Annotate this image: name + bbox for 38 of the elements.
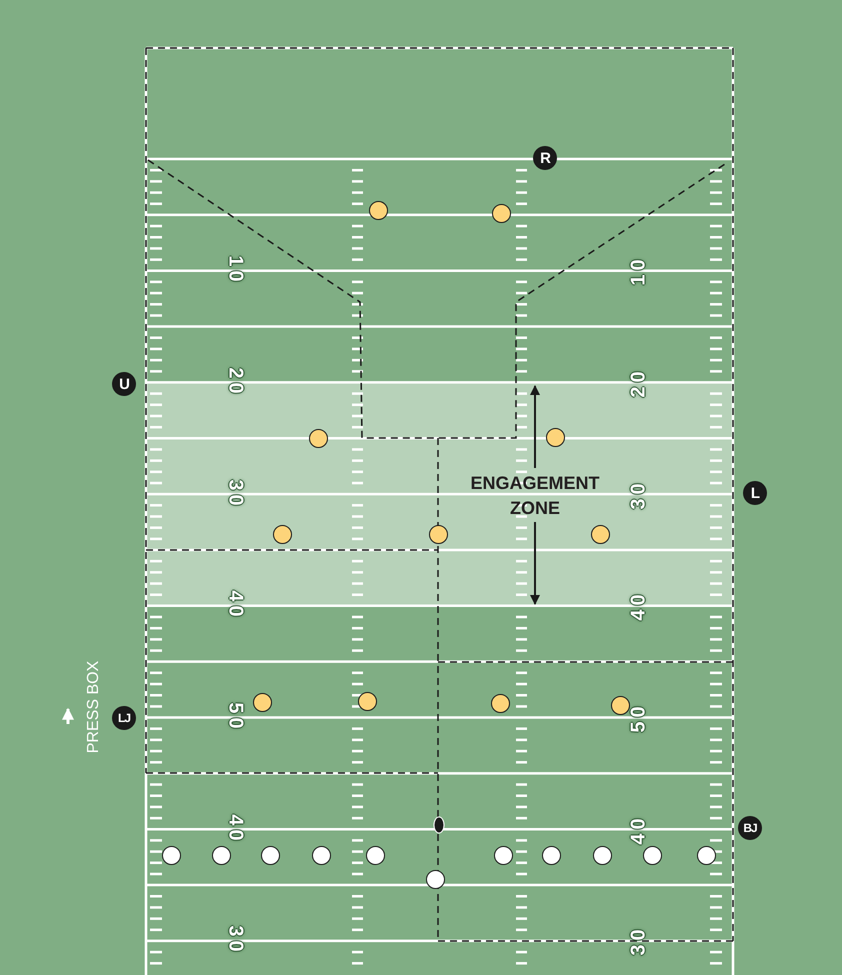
player-marker xyxy=(494,846,512,864)
player-marker xyxy=(426,870,444,888)
player-marker xyxy=(542,846,560,864)
player-marker xyxy=(610,696,630,714)
yard-number: 30 xyxy=(224,926,247,956)
player-marker xyxy=(492,204,510,222)
player-marker xyxy=(490,694,510,712)
player-marker xyxy=(696,846,716,864)
yard-number: 40 xyxy=(224,814,247,844)
official-marker: U xyxy=(112,372,136,396)
player-marker xyxy=(366,846,384,864)
player-marker xyxy=(260,846,280,864)
yard-number: 40 xyxy=(224,590,247,621)
official-marker: LJ xyxy=(112,706,136,730)
official-marker: L xyxy=(743,481,767,505)
yard-number: 30 xyxy=(224,478,247,510)
player-marker xyxy=(642,846,662,864)
player-marker xyxy=(368,200,388,220)
yard-number: 30 xyxy=(628,926,651,956)
official-marker: BJ xyxy=(738,816,762,840)
yard-number: 50 xyxy=(628,702,651,733)
player-marker xyxy=(312,846,330,864)
player-marker xyxy=(162,846,180,864)
yard-number: 20 xyxy=(628,367,651,398)
yard-number: 10 xyxy=(224,256,247,286)
yard-number: 50 xyxy=(224,702,247,733)
player-marker xyxy=(212,846,230,864)
player-marker xyxy=(358,692,376,710)
yard-number: 40 xyxy=(628,590,651,621)
official-marker: R xyxy=(533,146,557,170)
yard-number: 10 xyxy=(628,256,651,286)
press-box-label: PRESS BOX xyxy=(85,660,104,754)
zone-label: ENGAGEMENT ZONE xyxy=(469,472,600,520)
yard-number: 30 xyxy=(628,478,651,510)
yard-number: 40 xyxy=(628,814,651,844)
yard-number: 20 xyxy=(224,367,247,398)
player-marker xyxy=(252,692,272,712)
player-marker xyxy=(592,846,612,864)
